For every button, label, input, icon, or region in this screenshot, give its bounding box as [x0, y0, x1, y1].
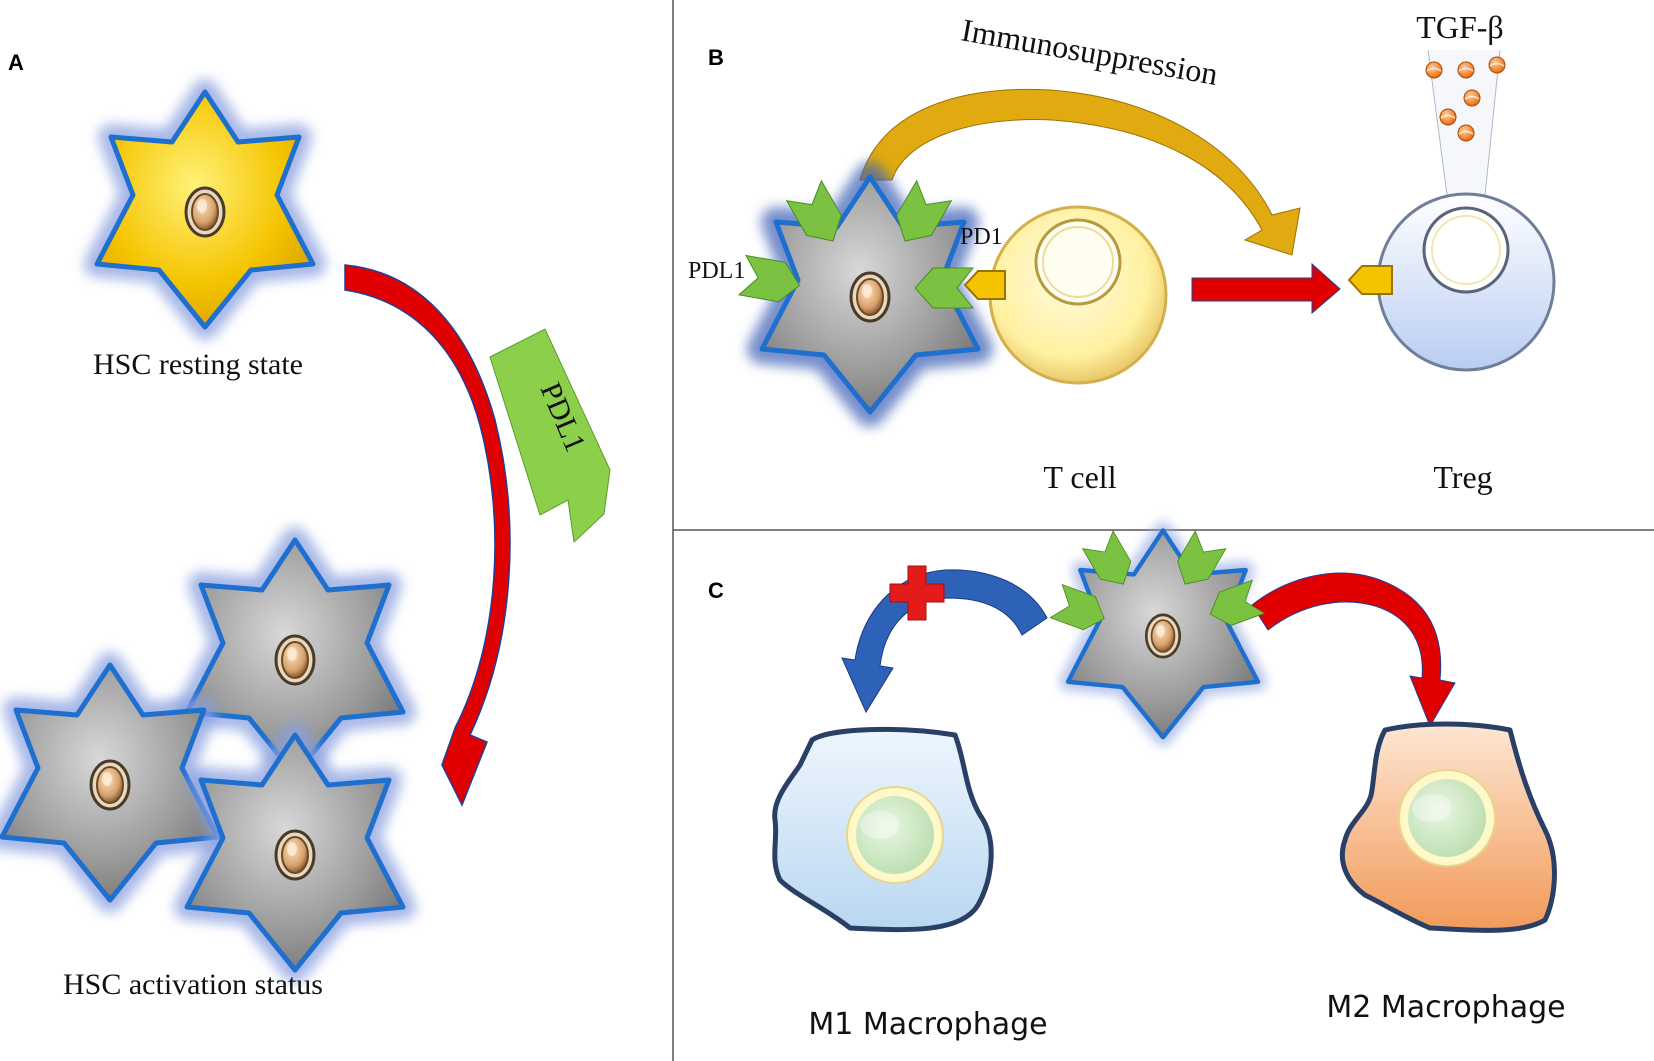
tgf-beta-particle-icon — [1463, 89, 1481, 107]
nucleus-icon — [274, 829, 316, 881]
nucleus-icon — [184, 186, 226, 238]
m2-polarization-arrow — [1251, 572, 1456, 728]
activated-hsc-cell — [2, 665, 218, 900]
treg-label: Treg — [1433, 459, 1492, 495]
immunosuppression-label: Immunosuppression — [959, 11, 1221, 92]
red-cross-icon — [889, 565, 945, 621]
pdl1-expressing-hsc — [1049, 530, 1264, 737]
panel-b: B Immunosuppression TGF-β — [688, 9, 1556, 495]
activation-status-label: HSC activation status — [63, 968, 323, 1001]
tgf-beta-particle-icon — [1425, 61, 1443, 79]
resting-hsc-cell — [97, 92, 313, 327]
t-cell — [988, 205, 1168, 385]
m1-macrophage-label: M1 Macrophage — [808, 1007, 1047, 1042]
panel-letter-c: C — [708, 578, 724, 603]
pdl1-tag-arrow: PDL1 — [489, 328, 611, 544]
pd1-label: PD1 — [960, 224, 1003, 250]
m1-macrophage — [772, 726, 994, 933]
pd1-receptor-icon — [1347, 265, 1393, 295]
tgf-beta-particle-icon — [1439, 108, 1457, 126]
panel-letter-a: A — [8, 50, 24, 75]
nucleus-icon — [89, 759, 131, 811]
pdl1-label: PDL1 — [688, 258, 745, 284]
nucleus-icon — [1144, 613, 1182, 659]
m2-macrophage-label: M2 Macrophage — [1326, 990, 1565, 1025]
tgf-beta-particle-icon — [1488, 56, 1506, 74]
pd1-receptor-icon — [963, 270, 1006, 300]
pdl1-expressing-hsc — [738, 177, 978, 412]
tgf-beta-label: TGF-β — [1416, 9, 1503, 45]
nucleus-icon — [274, 634, 316, 686]
tgf-beta-release — [1425, 49, 1506, 196]
panel-a: A HSC resting state PDL1 — [2, 50, 611, 1001]
resting-state-label: HSC resting state — [93, 348, 303, 381]
treg-cell — [1376, 192, 1556, 372]
tgf-beta-particle-icon — [1457, 124, 1475, 142]
panel-c: C M1 Macrophage — [708, 530, 1566, 1042]
activation-arrow — [344, 264, 511, 807]
conversion-arrow — [1191, 262, 1341, 315]
activated-hsc-cell — [187, 735, 403, 970]
m1-polarization-arrow — [841, 569, 1048, 714]
t-cell-label: T cell — [1043, 459, 1116, 495]
m2-macrophage — [1339, 721, 1557, 933]
immunosuppression-arrow — [859, 88, 1301, 256]
nucleus-icon — [849, 271, 891, 323]
tgf-beta-particle-icon — [1457, 61, 1475, 79]
panel-letter-b: B — [708, 45, 724, 70]
